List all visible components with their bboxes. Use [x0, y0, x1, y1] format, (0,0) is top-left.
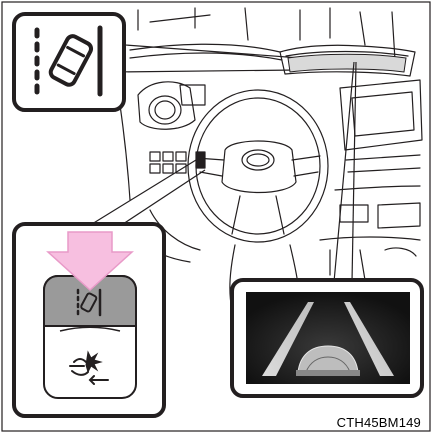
figure-code: CTH45BM149 [337, 415, 421, 430]
lane-departure-callout-box [14, 14, 124, 110]
vehicle-bumper [296, 370, 360, 376]
